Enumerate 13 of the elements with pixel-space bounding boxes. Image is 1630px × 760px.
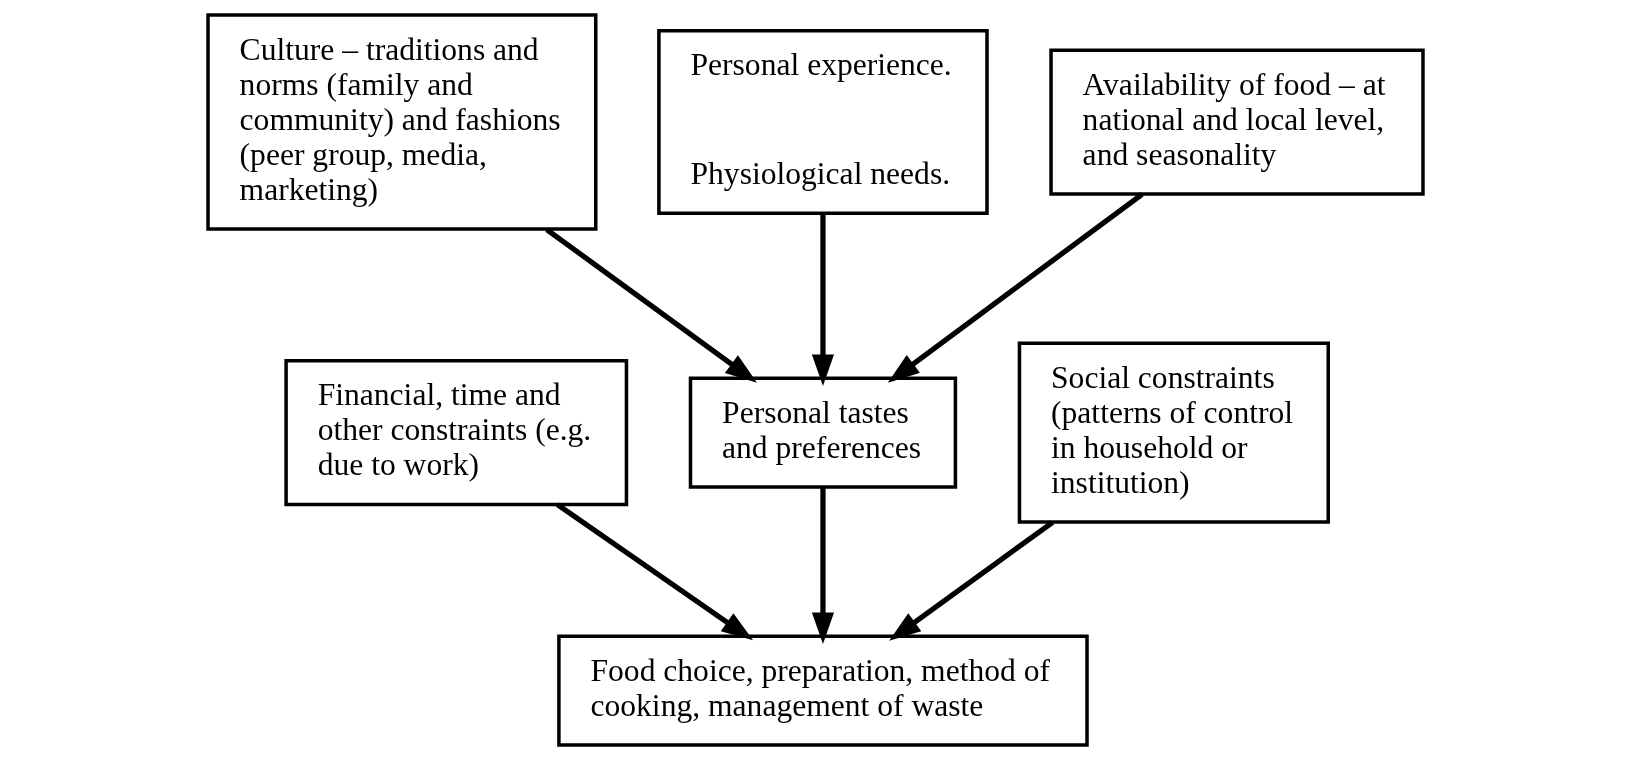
node-box: Culture – traditions and norms (family and community) and fashions (peer group, media, marketing): [205, 13, 597, 231]
node-box: Personal experience. Physiological needs.: [656, 29, 989, 216]
node-box: Personal tastes and preferences: [688, 376, 957, 489]
node-box: Availability of food – at national and local level, and seasonality: [1048, 48, 1425, 196]
arrow: [888, 520, 1054, 641]
arrow: [555, 502, 753, 641]
arrow: [544, 227, 757, 383]
arrow: [811, 487, 834, 645]
node-box: Financial, time and other constraints (e.g. due to work): [283, 358, 628, 507]
arrow: [887, 192, 1144, 383]
arrow: [811, 213, 834, 387]
node-box: Food choice, preparation, method of cooking, management of waste: [556, 634, 1089, 747]
node-box: Social constraints (patterns of control in household or institution): [1017, 341, 1330, 524]
